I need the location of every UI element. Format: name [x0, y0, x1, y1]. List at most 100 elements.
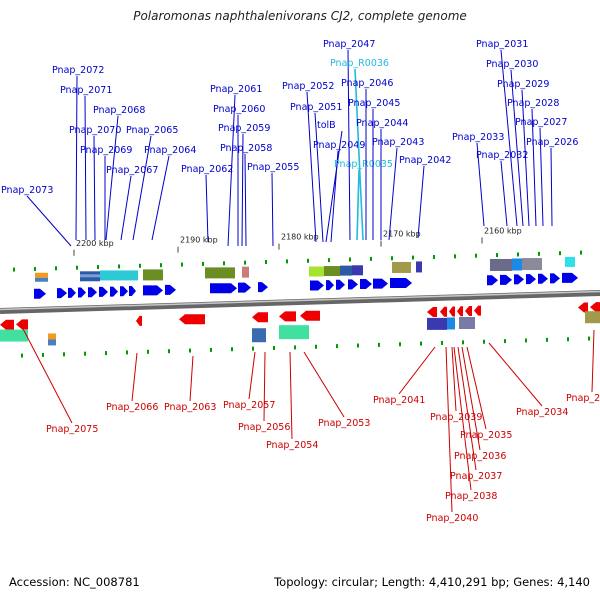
gene-label: Pnap_2071 — [60, 85, 112, 96]
reverse-gene-arrow — [457, 306, 463, 317]
domain-box — [80, 274, 100, 278]
gene-label-leader — [500, 160, 508, 227]
reverse-gene-arrow — [427, 307, 437, 318]
gene-label-leader — [388, 147, 398, 241]
scale-tick-label: 2170 kbp — [383, 230, 421, 239]
gene-label: Pnap_2026 — [526, 137, 578, 148]
domain-box — [48, 339, 56, 346]
forward-gene-arrow — [538, 273, 548, 284]
forward-gene-arrow — [310, 280, 324, 291]
domain-box — [565, 256, 575, 267]
domain-box — [0, 329, 28, 342]
gene-label-leader — [451, 346, 457, 412]
gene-label-leader — [457, 346, 477, 471]
forward-gene-arrow — [336, 279, 345, 290]
forward-gene-arrow — [514, 274, 524, 285]
gene-label-leader — [132, 135, 152, 241]
reverse-gene-arrow — [474, 305, 481, 316]
domain-box — [324, 266, 340, 277]
gene-label-leader — [263, 351, 266, 422]
forward-gene-arrow — [562, 272, 578, 283]
gene-label: Pnap_2034 — [516, 407, 568, 418]
gene-label: Pnap_2058 — [220, 143, 272, 154]
gene-label: Pnap_2061 — [210, 84, 262, 95]
gene-label: Pnap_2056 — [238, 422, 290, 433]
scale-tick-label: 2180 kbp — [281, 233, 319, 242]
gene-label: Pnap_2031 — [476, 39, 528, 50]
forward-gene-arrow — [326, 280, 334, 291]
gene-label: Pnap_2047 — [323, 39, 375, 50]
forward-gene-arrow — [373, 278, 388, 289]
gene-label: Pnap_2064 — [144, 145, 196, 156]
gene-label-leader — [241, 133, 244, 247]
scale-tick-label: 2200 kbp — [76, 239, 114, 248]
forward-gene-arrow — [258, 282, 268, 293]
domain-box — [252, 328, 266, 343]
gene-label: Pnap_2029 — [497, 79, 549, 90]
gene-label-leader — [466, 346, 487, 430]
genome-title: Polaromonas naphthalenivorans CJ2, compl… — [133, 9, 467, 23]
forward-gene-arrow — [487, 275, 498, 286]
gene-label: Pnap_2051 — [290, 102, 342, 113]
gene-label: Pnap_2068 — [93, 105, 145, 116]
gene-label-leader — [521, 89, 530, 227]
domain-box — [512, 258, 522, 271]
gene-label: Pnap_2065 — [126, 125, 178, 136]
gene-label-leader — [289, 351, 293, 440]
gene-label-leader — [539, 127, 544, 227]
gene-label-leader — [189, 355, 194, 402]
gene-label: Pnap_2075 — [46, 424, 98, 435]
gene-label-leader — [271, 172, 274, 247]
reverse-gene-arrow — [590, 302, 600, 313]
domain-box — [309, 266, 324, 277]
reverse-gene-arrow — [136, 315, 142, 326]
gene-label-leader — [330, 150, 339, 243]
gene-label: Pnap_2040 — [426, 513, 478, 524]
forward-gene-arrow — [210, 283, 237, 294]
scale-tick-label: 2160 kbp — [484, 227, 522, 236]
domain-box — [416, 261, 422, 273]
gene-label-leader — [591, 329, 595, 393]
gene-label: Pnap_2033 — [452, 132, 504, 143]
forward-gene-arrow — [500, 274, 512, 285]
domain-box — [522, 258, 542, 271]
reverse-gene-arrow — [300, 310, 320, 321]
forward-gene-arrow — [348, 279, 358, 290]
gene-label-leader — [84, 95, 87, 241]
forward-gene-arrow — [550, 273, 560, 284]
domain-box — [352, 265, 363, 276]
domain-box — [242, 266, 249, 278]
gene-label: Pnap_2067 — [106, 165, 158, 176]
gene-label-leader — [461, 346, 481, 451]
domain-box — [100, 270, 138, 281]
gene-label: Pnap_2049 — [313, 140, 365, 151]
gene-label-leader — [325, 130, 343, 243]
gene-label: Pnap_2032 — [476, 150, 528, 161]
gene-label: Pnap_2073 — [1, 185, 53, 196]
domain-box — [392, 261, 411, 273]
gene-label-leader — [120, 175, 132, 241]
gene-label-leader — [303, 351, 345, 418]
gene-label: Pnap_2045 — [348, 98, 400, 109]
gene-label-leader — [248, 351, 256, 400]
gene-label: Pnap_2036 — [454, 451, 506, 462]
gene-label: Pnap_2066 — [106, 402, 158, 413]
gene-label-leader — [445, 346, 453, 513]
gene-label: Pnap_2038 — [445, 491, 497, 502]
gene-label-leader — [314, 112, 324, 243]
gene-label: Pnap_2035 — [460, 430, 512, 441]
gene-label-leader — [356, 169, 360, 241]
domain-box — [35, 272, 48, 278]
domain-box — [205, 267, 235, 279]
forward-gene-arrow — [110, 286, 118, 297]
gene-label-leader — [417, 165, 425, 239]
scale-tick-label: 2190 kbp — [180, 236, 218, 245]
gene-label: Pnap_2037 — [450, 471, 502, 482]
gene-label: Pnap_2069 — [80, 145, 132, 156]
reverse-gene-arrow — [465, 305, 472, 316]
gene-label: Pnap_2054 — [266, 440, 318, 451]
forward-gene-arrow — [120, 286, 128, 297]
forward-gene-arrow — [129, 286, 136, 297]
gene-label-leader — [488, 342, 543, 407]
